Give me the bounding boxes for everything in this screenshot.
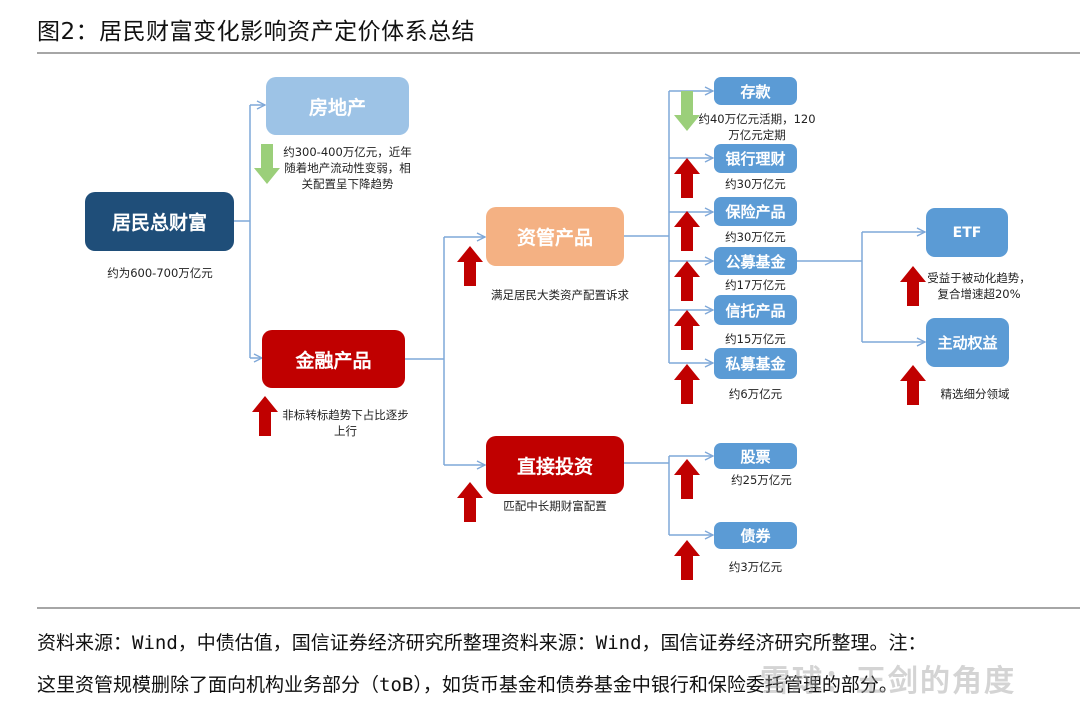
up-arrow-icon xyxy=(674,540,700,580)
node-insurance: 保险产品 xyxy=(714,197,797,226)
node-asset-mgmt-note: 满足居民大类资产配置诉求 xyxy=(491,288,629,302)
node-stocks: 股票 xyxy=(714,443,797,469)
node-wealth-note: 约为600-700万亿元 xyxy=(107,266,213,280)
node-asset-mgmt-label: 资管产品 xyxy=(516,227,593,249)
source-note-line-2: 这里资管规模删除了面向机构业务部分（toB），如货币基金和债券基金中银行和保险委… xyxy=(37,674,898,696)
node-real-estate: 房地产 xyxy=(266,77,409,135)
up-arrow-icon xyxy=(674,310,700,350)
node-deposits: 存款 xyxy=(714,77,797,105)
down-arrow-icon xyxy=(674,91,700,131)
node-bonds: 债券 xyxy=(714,522,797,549)
node-financial-label: 金融产品 xyxy=(295,349,372,372)
node-direct-label: 直接投资 xyxy=(516,455,593,478)
down-arrow-icon xyxy=(254,144,280,184)
node-direct: 直接投资 xyxy=(486,436,624,494)
node-active-equity-note: 精选细分领域 xyxy=(940,387,1010,401)
node-financial: 金融产品 xyxy=(262,330,405,388)
figure-title: 图2：居民财富变化影响资产定价体系总结 xyxy=(37,19,476,45)
up-arrow-icon xyxy=(457,246,483,286)
bottom-divider xyxy=(37,607,1080,609)
node-etf: ETF xyxy=(926,208,1008,257)
source-note-line-1: 资料来源：Wind，中债估值，国信证券经济研究所整理资料来源：Wind，国信证券… xyxy=(37,632,927,654)
up-arrow-icon xyxy=(252,396,278,436)
up-arrow-icon xyxy=(674,364,700,404)
node-stocks-note: 约25万亿元 xyxy=(731,473,792,487)
node-bonds-note: 约3万亿元 xyxy=(728,560,783,574)
node-insurance-note: 约30万亿元 xyxy=(725,230,786,244)
node-trust-note: 约15万亿元 xyxy=(725,332,786,346)
node-public-fund: 公募基金 xyxy=(714,247,797,275)
up-arrow-icon xyxy=(674,158,700,198)
node-public-fund-note: 约17万亿元 xyxy=(725,278,786,292)
up-arrow-icon xyxy=(900,266,926,306)
up-arrow-icon xyxy=(674,211,700,251)
top-divider xyxy=(37,52,1080,54)
node-asset-mgmt: 资管产品 xyxy=(486,207,624,266)
up-arrow-icon xyxy=(900,365,926,405)
node-financial-note: 非标转标趋势下占比逐步 上行 xyxy=(282,408,409,438)
node-bank-wm: 银行理财 xyxy=(714,144,797,173)
up-arrow-icon xyxy=(674,459,700,499)
node-wealth: 居民总财富 xyxy=(85,192,234,251)
up-arrow-icon xyxy=(674,261,700,301)
node-real-estate-label: 房地产 xyxy=(308,96,366,119)
node-direct-note: 匹配中长期财富配置 xyxy=(503,499,607,513)
watermark: 雪球：王剑的角度 xyxy=(760,664,1016,699)
node-trust: 信托产品 xyxy=(714,295,797,325)
node-etf-note: 受益于被动化趋势， 复合增速超20% xyxy=(927,271,1031,301)
node-real-estate-note: 约300-400万亿元，近年 随着地产流动性变弱，相 关配置呈下降趋势 xyxy=(283,145,412,191)
node-active-equity: 主动权益 xyxy=(926,318,1009,367)
up-arrow-icon xyxy=(457,482,483,522)
node-wealth-label: 居民总财富 xyxy=(111,212,207,234)
node-deposits-note: 约40万亿元活期，120 万亿元定期 xyxy=(698,112,816,142)
node-private-fund: 私募基金 xyxy=(714,348,797,379)
node-private-fund-note: 约6万亿元 xyxy=(728,387,783,401)
node-bank-wm-note: 约30万亿元 xyxy=(725,177,786,191)
